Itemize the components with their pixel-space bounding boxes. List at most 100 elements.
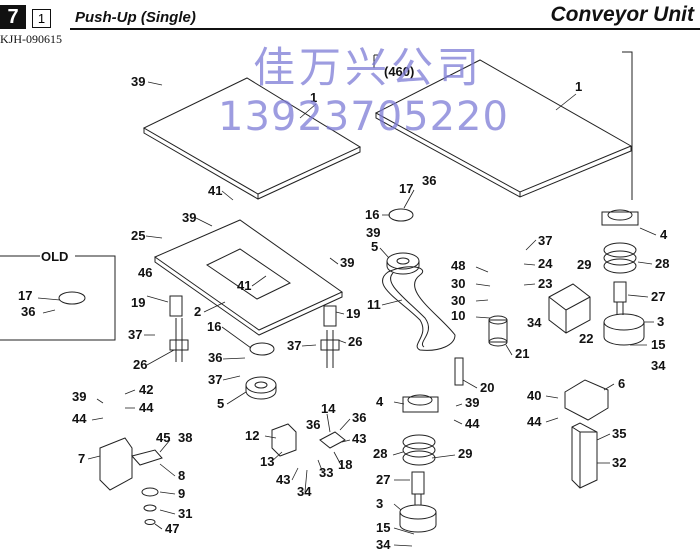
callout-18: 18 bbox=[338, 457, 352, 472]
callout-15: 15 bbox=[376, 520, 390, 535]
callout-5: 5 bbox=[217, 396, 224, 411]
callout-44: 44 bbox=[72, 411, 87, 426]
callout-3: 3 bbox=[376, 496, 383, 511]
old-flange bbox=[58, 291, 86, 305]
callout-27: 27 bbox=[376, 472, 390, 487]
motor-32 bbox=[571, 422, 598, 489]
base-plate bbox=[153, 219, 343, 331]
callout-26: 26 bbox=[133, 357, 147, 372]
callout-7: 7 bbox=[78, 451, 85, 466]
callout-43: 43 bbox=[276, 472, 290, 487]
flange-16-left bbox=[249, 342, 275, 356]
callout-4: 4 bbox=[376, 394, 384, 409]
callout-29: 29 bbox=[458, 446, 472, 461]
callout-15: 15 bbox=[651, 337, 665, 352]
callout-45: 45 bbox=[156, 430, 170, 445]
callout-36: 36 bbox=[352, 410, 366, 425]
callout-6: 6 bbox=[618, 376, 625, 391]
callout-37: 37 bbox=[208, 372, 222, 387]
leader-lines bbox=[37, 81, 657, 547]
bracket-7 bbox=[99, 437, 133, 491]
bracket-4-right bbox=[601, 211, 639, 226]
callout-10: 10 bbox=[451, 308, 465, 323]
callout-44: 44 bbox=[465, 416, 480, 431]
plate-cutout bbox=[206, 248, 291, 300]
pulley-left bbox=[245, 376, 277, 394]
bracket-14 bbox=[319, 431, 346, 449]
callout-48: 48 bbox=[451, 258, 465, 273]
callout-14: 14 bbox=[321, 401, 336, 416]
ring-3-right bbox=[603, 313, 645, 331]
callout-1: 1 bbox=[310, 90, 317, 105]
bracket-4-center bbox=[402, 396, 439, 413]
callout-36: 36 bbox=[208, 350, 222, 365]
callout-37: 37 bbox=[538, 233, 552, 248]
callout-20: 20 bbox=[480, 380, 494, 395]
callout-9: 9 bbox=[178, 486, 185, 501]
callout-19: 19 bbox=[131, 295, 145, 310]
page-title: Push-Up (Single) bbox=[75, 9, 196, 26]
callout-34: 34 bbox=[527, 315, 542, 330]
callout-27: 27 bbox=[651, 289, 665, 304]
chapter-number: 7 bbox=[0, 5, 26, 29]
callout-37: 37 bbox=[287, 338, 301, 353]
callout-5: 5 bbox=[371, 239, 378, 254]
watermark-phone: 13923705220 bbox=[218, 94, 509, 140]
callout-39: 39 bbox=[72, 389, 86, 404]
shaft-26-right bbox=[320, 330, 340, 368]
callout-4: 4 bbox=[660, 227, 668, 242]
callout-36: 36 bbox=[422, 173, 436, 188]
part-9 bbox=[141, 487, 159, 497]
callout-29: 29 bbox=[577, 257, 591, 272]
callouts: 39 1 1 41 39 25 46 19 37 26 2 41 39 19 3… bbox=[18, 74, 669, 552]
callout-2: 2 bbox=[194, 304, 201, 319]
callout-24: 24 bbox=[538, 256, 553, 271]
callout-47: 47 bbox=[165, 521, 179, 536]
callout-36: 36 bbox=[21, 304, 35, 319]
cylinder-21 bbox=[488, 319, 508, 343]
flange-16-top bbox=[388, 208, 414, 222]
model-tag: (460) bbox=[384, 64, 414, 79]
sub-number: 1 bbox=[32, 9, 51, 28]
callout-23: 23 bbox=[538, 276, 552, 291]
callout-44: 44 bbox=[527, 414, 542, 429]
callout-16: 16 bbox=[207, 319, 221, 334]
callout-16: 16 bbox=[365, 207, 379, 222]
callout-13: 13 bbox=[260, 454, 274, 469]
callout-17: 17 bbox=[399, 181, 413, 196]
callout-1: 1 bbox=[575, 79, 582, 94]
pulley-top bbox=[386, 252, 420, 270]
callout-39: 39 bbox=[340, 255, 354, 270]
callout-35: 35 bbox=[612, 426, 626, 441]
callout-41: 41 bbox=[237, 278, 251, 293]
callout-25: 25 bbox=[131, 228, 145, 243]
callout-37: 37 bbox=[128, 327, 142, 342]
post-19-left bbox=[169, 295, 183, 317]
callout-11: 11 bbox=[367, 297, 381, 312]
old-inset: OLD bbox=[0, 249, 116, 341]
callout-8: 8 bbox=[178, 468, 185, 483]
rod-20 bbox=[454, 357, 464, 386]
header-rule bbox=[70, 28, 700, 30]
old-label: OLD bbox=[41, 249, 68, 264]
callout-39: 39 bbox=[182, 210, 196, 225]
ring-3-center bbox=[399, 504, 437, 520]
plate-8 bbox=[131, 449, 163, 466]
callout-32: 32 bbox=[612, 455, 626, 470]
callout-34: 34 bbox=[376, 537, 391, 552]
piston-27-right bbox=[613, 281, 627, 315]
post-19-right bbox=[323, 305, 337, 327]
callout-34: 34 bbox=[651, 358, 666, 373]
callout-3: 3 bbox=[657, 314, 664, 329]
callout-36: 36 bbox=[306, 417, 320, 432]
coil-28-right bbox=[603, 242, 637, 258]
callout-26: 26 bbox=[348, 334, 362, 349]
callout-39: 39 bbox=[131, 74, 145, 89]
callout-44: 44 bbox=[139, 400, 154, 415]
section-title: Conveyor Unit bbox=[550, 3, 694, 26]
callout-42: 42 bbox=[139, 382, 153, 397]
bracket-12 bbox=[271, 423, 297, 457]
bracket-6 bbox=[564, 379, 609, 421]
callout-39: 39 bbox=[366, 225, 380, 240]
